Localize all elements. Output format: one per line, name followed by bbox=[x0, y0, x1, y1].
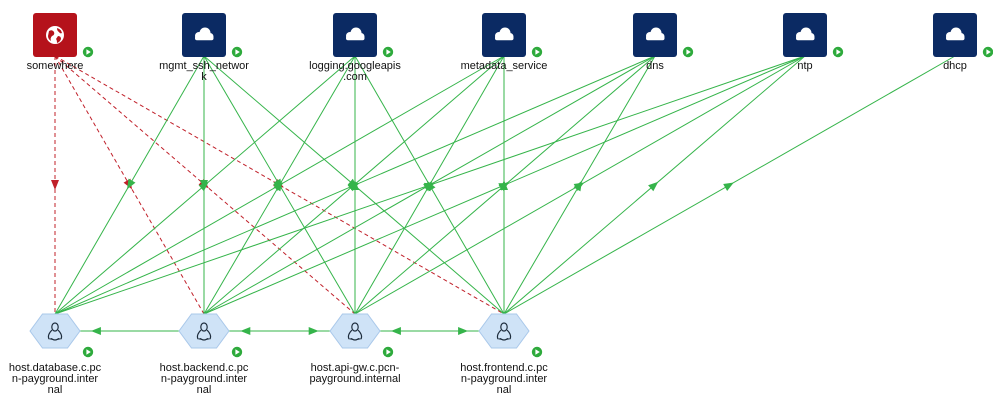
edge-apigw-to-ntp[interactable] bbox=[354, 55, 806, 315]
node-logging[interactable]: logging.googleapis.com bbox=[309, 13, 401, 83]
node-label: n-payground.inter bbox=[12, 373, 99, 385]
edge-arrowhead bbox=[51, 180, 59, 190]
edge-database-to-ntp[interactable] bbox=[54, 55, 806, 315]
edge-arrowhead bbox=[90, 327, 101, 335]
linux-icon bbox=[47, 322, 63, 341]
node-host-frontend[interactable]: host.frontend.c.pcn-payground.internal bbox=[460, 313, 548, 396]
edge-arrowhead bbox=[723, 182, 734, 191]
edge-frontend-to-apigw[interactable] bbox=[377, 327, 482, 335]
node-label: payground.internal bbox=[309, 373, 400, 385]
edge-arrowhead bbox=[273, 182, 284, 191]
node-host-database[interactable]: host.database.c.pcn-payground.internal bbox=[9, 313, 102, 396]
node-metadata[interactable]: metadata_service bbox=[461, 13, 548, 72]
edge-arrowhead bbox=[423, 182, 435, 191]
linux-icon bbox=[496, 322, 512, 341]
cloud-icon bbox=[796, 27, 815, 41]
status-running-icon bbox=[531, 346, 543, 358]
edge-arrowhead bbox=[390, 327, 401, 335]
node-label: n-payground.inter bbox=[461, 373, 548, 385]
node-label: nal bbox=[48, 384, 63, 396]
node-label: host.frontend.c.pc bbox=[460, 362, 548, 374]
status-running-icon bbox=[982, 46, 993, 58]
node-label: mgmt_ssh_networ bbox=[159, 60, 249, 72]
node-label: dns bbox=[646, 60, 664, 72]
node-label: .com bbox=[343, 71, 367, 83]
status-running-icon bbox=[531, 46, 543, 58]
node-host-apigw[interactable]: host.api-gw.c.pcn-payground.internal bbox=[309, 313, 401, 385]
edge-arrowhead bbox=[240, 327, 251, 335]
node-ntp[interactable]: ntp bbox=[783, 13, 844, 72]
node-label: logging.googleapis bbox=[309, 60, 401, 72]
node-label: metadata_service bbox=[461, 60, 548, 72]
edge-frontend-to-dhcp[interactable] bbox=[503, 55, 956, 315]
edge-backend-to-ntp[interactable] bbox=[203, 55, 806, 315]
status-running-icon bbox=[82, 346, 94, 358]
node-label: nal bbox=[497, 384, 512, 396]
node-label: dhcp bbox=[943, 60, 967, 72]
linux-icon bbox=[347, 322, 363, 341]
node-label: k bbox=[201, 71, 207, 83]
edge-arrowhead bbox=[648, 181, 659, 192]
edge-database-to-dns[interactable] bbox=[54, 55, 656, 315]
edge-backend-to-database[interactable] bbox=[77, 327, 182, 335]
edge-arrowhead bbox=[498, 183, 510, 191]
edge-apigw-to-backend[interactable] bbox=[226, 327, 333, 335]
cloud-icon bbox=[946, 27, 965, 41]
edge-arrowhead bbox=[198, 181, 209, 192]
node-label: somewhere bbox=[27, 60, 84, 72]
node-label: nal bbox=[197, 384, 212, 396]
edge-database-to-logging[interactable] bbox=[54, 55, 356, 315]
node-dns[interactable]: dns bbox=[633, 13, 694, 72]
cloud-icon bbox=[495, 27, 514, 41]
edge-frontend-to-ntp[interactable] bbox=[503, 55, 806, 315]
node-label: ntp bbox=[797, 60, 812, 72]
edge-layer bbox=[51, 55, 956, 335]
node-host-backend[interactable]: host.backend.c.pcn-payground.internal bbox=[160, 313, 249, 396]
node-dhcp[interactable]: dhcp bbox=[933, 13, 993, 72]
status-running-icon bbox=[231, 346, 243, 358]
status-running-icon bbox=[682, 46, 694, 58]
status-running-icon bbox=[382, 346, 394, 358]
status-running-icon bbox=[231, 46, 243, 58]
edge-somewhere-to-database[interactable] bbox=[51, 56, 59, 314]
node-label: host.database.c.pc bbox=[9, 362, 102, 374]
globe-icon bbox=[46, 26, 64, 44]
cloud-icon bbox=[646, 27, 665, 41]
edge-database-to-metadata[interactable] bbox=[54, 55, 505, 315]
cloud-icon bbox=[195, 27, 214, 41]
edge-arrowhead bbox=[127, 178, 136, 190]
edge-mgmt-to-database[interactable] bbox=[54, 55, 205, 315]
node-label: host.api-gw.c.pcn- bbox=[311, 362, 400, 374]
status-running-icon bbox=[82, 46, 94, 58]
status-running-icon bbox=[832, 46, 844, 58]
cloud-icon bbox=[346, 27, 365, 41]
node-label: n-payground.inter bbox=[161, 373, 248, 385]
status-running-icon bbox=[382, 46, 394, 58]
edge-arrowhead bbox=[573, 182, 585, 191]
node-label: host.backend.c.pc bbox=[160, 362, 249, 374]
edge-arrowhead bbox=[348, 183, 360, 191]
node-somewhere[interactable]: somewhere bbox=[27, 13, 94, 72]
linux-icon bbox=[196, 322, 212, 341]
